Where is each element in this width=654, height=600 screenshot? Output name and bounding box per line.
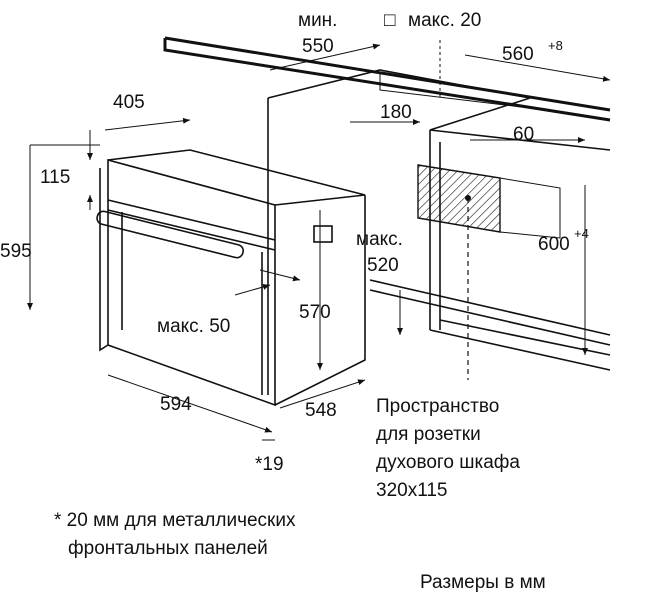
socket-note: Пространство для розетки духового шкафа … <box>376 396 520 501</box>
label-115: 115 <box>40 167 70 188</box>
svg-text:для розетки: для розетки <box>376 424 481 445</box>
footnote: * 20 мм для металлических фронтальных па… <box>54 510 296 559</box>
socket-area <box>417 164 561 380</box>
square-symbol: □ <box>384 10 396 31</box>
svg-text:Пространство: Пространство <box>376 396 499 417</box>
svg-text:фронтальных панелей: фронтальных панелей <box>68 538 268 559</box>
units-note: Размеры в мм <box>420 572 546 593</box>
label-560: 560 <box>502 44 534 65</box>
label-405: 405 <box>113 92 145 113</box>
oven <box>96 149 366 407</box>
label-max-50: макс. 50 <box>157 316 230 337</box>
svg-text:* 20 мм для металлических: * 20 мм для металлических <box>54 510 296 531</box>
label-19: *19 <box>255 454 284 475</box>
cabinet-outline <box>163 36 611 395</box>
label-594: 594 <box>160 394 192 415</box>
label-520: 520 <box>367 255 399 276</box>
label-550: 550 <box>302 36 334 57</box>
dimension-lines <box>27 40 611 441</box>
label-600: 600 <box>538 234 570 255</box>
svg-text:320x115: 320x115 <box>376 480 448 501</box>
label-595: 595 <box>0 241 32 262</box>
dimension-labels: мин. 550 □ макс. 20 560 +8 405 180 60 11… <box>0 10 589 475</box>
label-max: макс. <box>356 229 403 250</box>
label-min: мин. <box>298 10 337 31</box>
label-548: 548 <box>305 400 337 421</box>
label-max-20: макс. 20 <box>408 10 481 31</box>
label-600-tolerance: +4 <box>574 226 589 241</box>
label-560-tolerance: +8 <box>548 38 563 53</box>
svg-text:духового шкафа: духового шкафа <box>376 452 520 473</box>
label-60: 60 <box>513 124 534 145</box>
label-180: 180 <box>380 102 412 123</box>
label-570: 570 <box>299 302 331 323</box>
